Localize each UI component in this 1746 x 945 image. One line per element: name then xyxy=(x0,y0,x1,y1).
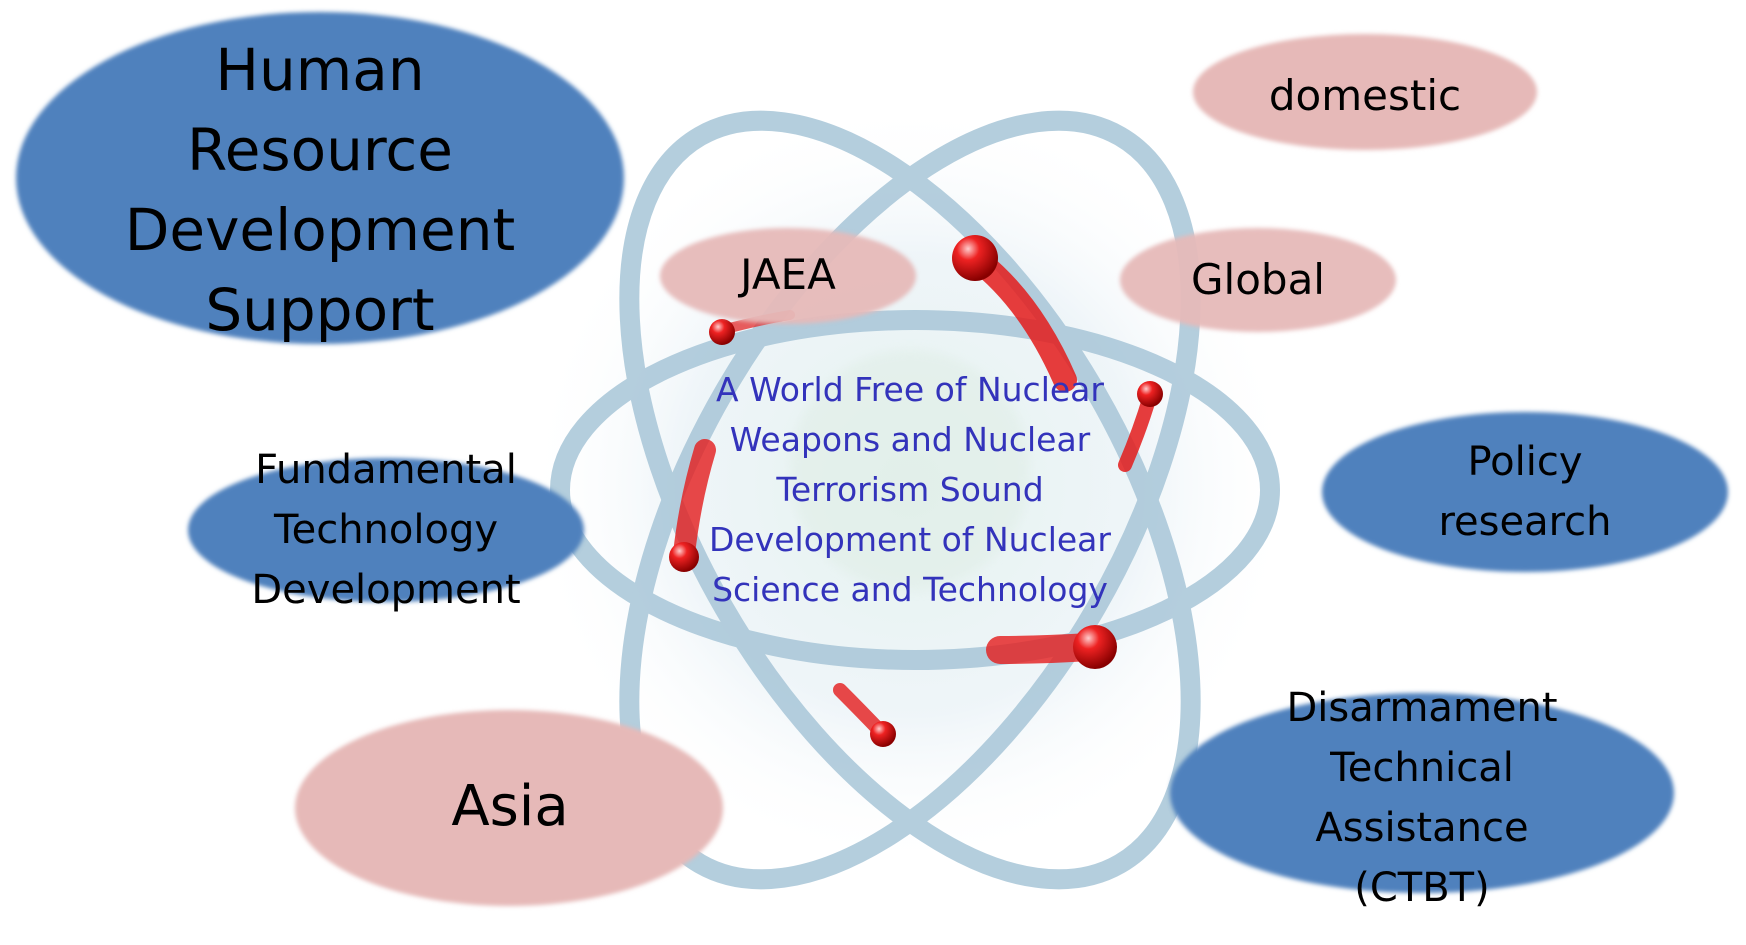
label-line: (CTBT) xyxy=(1354,865,1490,911)
atom-icon xyxy=(550,110,1280,890)
label-line: Development xyxy=(251,567,521,613)
label-line: Global xyxy=(1191,255,1325,304)
orbit-diagonal-left xyxy=(619,110,1201,890)
label-line: Asia xyxy=(451,774,569,839)
center-text-line: Weapons and Nuclear xyxy=(729,420,1091,459)
electron-icon xyxy=(669,542,699,572)
nucleus-icon xyxy=(790,350,1030,590)
label-line: research xyxy=(1438,499,1612,545)
policy-label: Policy research xyxy=(1375,432,1675,552)
label-line: JAEA xyxy=(740,250,836,299)
label-line: Fundamental xyxy=(255,447,517,493)
label-line: Assistance xyxy=(1315,805,1529,851)
center-text-line: Development of Nuclear xyxy=(709,520,1111,559)
orbit-diagonal-right xyxy=(619,110,1201,890)
jaea-label: JAEA xyxy=(688,250,888,300)
label-line: Human xyxy=(215,36,425,104)
disarmament-label: Disarmament Technical Assistance (CTBT) xyxy=(1262,678,1582,918)
human-resource-ellipse xyxy=(16,12,624,344)
center-text-line: Science and Technology xyxy=(712,570,1108,609)
label-line: Policy xyxy=(1467,439,1583,485)
label-line: Disarmament xyxy=(1286,685,1558,731)
center-mission-text: A World Free of Nuclear Weapons and Nucl… xyxy=(680,365,1140,615)
center-text-line: Terrorism Sound xyxy=(776,470,1044,509)
electron-icon xyxy=(1073,625,1117,669)
label-line: Technology xyxy=(273,507,499,553)
label-line: Support xyxy=(205,276,435,344)
asia-label: Asia xyxy=(410,772,610,842)
label-line: domestic xyxy=(1268,71,1462,120)
electron-icon xyxy=(1137,381,1163,407)
electrons xyxy=(669,235,1163,747)
fundamental-label: Fundamental Technology Development xyxy=(236,440,536,620)
policy-ellipse xyxy=(1322,412,1728,572)
fundamental-ellipse xyxy=(188,458,584,602)
orbit-horizontal xyxy=(550,310,1280,670)
category-ellipses xyxy=(16,12,1728,906)
global-label: Global xyxy=(1158,255,1358,305)
domestic-ellipse xyxy=(1193,34,1537,150)
label-line: Technical xyxy=(1330,745,1514,791)
disarmament-ellipse xyxy=(1170,693,1674,893)
human-resource-label: Human Resource Development Support xyxy=(120,30,520,350)
asia-ellipse xyxy=(295,710,723,906)
domestic-label: domestic xyxy=(1215,72,1515,120)
electron-icon xyxy=(870,721,896,747)
jaea-ellipse xyxy=(660,228,916,324)
global-ellipse xyxy=(1120,228,1396,332)
electron-icon xyxy=(952,235,998,281)
center-text-line: A World Free of Nuclear xyxy=(716,370,1104,409)
electron-icon xyxy=(709,319,735,345)
label-line: Development xyxy=(124,196,516,264)
label-line: Resource xyxy=(187,116,453,184)
